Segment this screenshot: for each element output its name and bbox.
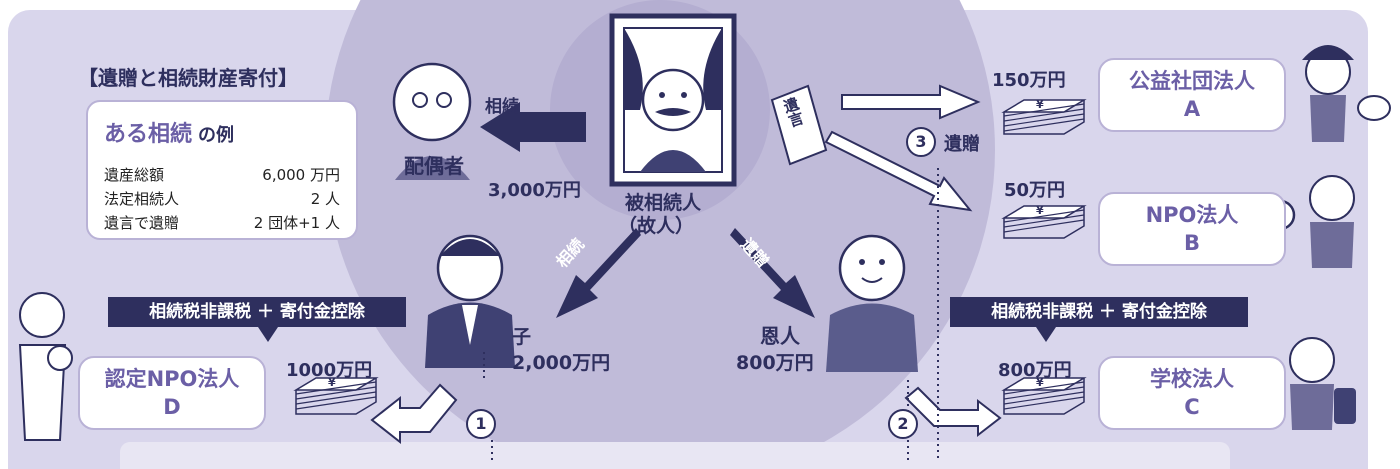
child-name: 子 bbox=[512, 326, 532, 348]
portrait-frame-icon bbox=[609, 13, 737, 187]
money-stack-icon-a bbox=[1001, 99, 1087, 135]
child-figure-icon bbox=[425, 234, 515, 368]
child-arrow bbox=[556, 228, 641, 318]
mother-baby-figure-icon bbox=[18, 292, 73, 441]
donation-arrow-d bbox=[370, 383, 458, 445]
step-2-marker: 2 bbox=[888, 409, 918, 439]
bequest-label: 遺贈 bbox=[944, 134, 980, 155]
spouse-figure-icon bbox=[392, 62, 472, 180]
benefactor-name: 恩人 bbox=[760, 324, 800, 348]
example-heading-suffix: の例 bbox=[198, 125, 235, 146]
org-c-name: 学校法人 bbox=[1150, 367, 1234, 391]
donation-arrow-c bbox=[904, 386, 1002, 438]
yen-mark: ¥ bbox=[328, 376, 336, 389]
org-d-amount: 1000万円 bbox=[286, 360, 373, 381]
org-c-amount: 800万円 bbox=[998, 360, 1072, 381]
org-a-box: 公益社団法人 A bbox=[1098, 58, 1286, 132]
org-b-amount: 50万円 bbox=[1004, 180, 1066, 201]
example-heading-main: ある相続 bbox=[104, 122, 193, 147]
yen-mark: ¥ bbox=[1036, 204, 1044, 217]
money-stack-icon-b bbox=[1001, 205, 1087, 239]
org-d-name: 認定NPO法人 bbox=[104, 367, 240, 391]
example-row-label: 法定相続人 bbox=[104, 190, 180, 208]
painter-child-icon bbox=[1302, 45, 1391, 142]
student-child-icon bbox=[1289, 337, 1356, 430]
org-d-box: 認定NPO法人 D bbox=[78, 356, 266, 430]
spouse-amount: 3,000万円 bbox=[488, 180, 581, 201]
spouse-name: 配偶者 bbox=[404, 154, 464, 178]
example-heading: ある相続の例 bbox=[104, 116, 234, 148]
example-row-value: 6,000 万円 bbox=[262, 166, 340, 184]
will-scroll-icon bbox=[770, 84, 828, 166]
example-row: 遺産総額 6,000 万円 bbox=[104, 164, 340, 185]
money-stack-icon-c bbox=[1001, 377, 1087, 415]
example-row-label: 遺産総額 bbox=[104, 166, 165, 184]
org-b-box: NPO法人 B bbox=[1098, 192, 1286, 266]
yen-mark: ¥ bbox=[1036, 98, 1044, 111]
will-arrow-b bbox=[824, 130, 973, 212]
org-c-letter: C bbox=[1184, 395, 1200, 419]
decedent-sublabel: （故人） bbox=[618, 215, 695, 237]
org-b-letter: B bbox=[1183, 231, 1200, 255]
spouse-arrow bbox=[480, 102, 586, 152]
tax-banner-left: 相続税非課税 ＋ 寄付金控除 bbox=[108, 297, 406, 327]
tax-banner-right: 相続税非課税 ＋ 寄付金控除 bbox=[950, 297, 1248, 327]
diagram-title: 【遺贈と相続財産寄付】 bbox=[78, 66, 298, 90]
money-stack-icon-d bbox=[293, 377, 379, 415]
example-row: 法定相続人 2 人 bbox=[104, 188, 340, 209]
org-d-letter: D bbox=[163, 395, 181, 419]
step-1-marker: 1 bbox=[466, 409, 496, 439]
org-a-name: 公益社団法人 bbox=[1129, 69, 1255, 93]
org-b-name: NPO法人 bbox=[1145, 203, 1239, 227]
will-arrow-a bbox=[841, 84, 981, 120]
child-amount: 2,000万円 bbox=[512, 352, 611, 374]
example-row-value: 2 人 bbox=[310, 190, 340, 208]
benefactor-figure-icon bbox=[826, 234, 918, 372]
benefactor-amount: 800万円 bbox=[736, 352, 814, 374]
org-c-box: 学校法人 C bbox=[1098, 356, 1286, 430]
bottom-panel bbox=[120, 442, 1230, 469]
decedent-label: 被相続人 bbox=[625, 192, 702, 214]
example-row-label: 遺言で遺贈 bbox=[104, 214, 180, 232]
spouse-arrow-label: 相続 bbox=[485, 97, 519, 117]
example-row: 遺言で遺贈 2 団体+1 人 bbox=[104, 212, 340, 233]
benefactor-arrow bbox=[730, 228, 815, 318]
step-3-marker: 3 bbox=[906, 127, 936, 157]
org-a-amount: 150万円 bbox=[992, 70, 1066, 91]
example-box: ある相続の例 遺産総額 6,000 万円 法定相続人 2 人 遺言で遺贈 2 団… bbox=[86, 100, 358, 240]
yen-mark: ¥ bbox=[1036, 376, 1044, 389]
org-a-letter: A bbox=[1183, 97, 1201, 121]
example-row-value: 2 団体+1 人 bbox=[253, 214, 340, 232]
